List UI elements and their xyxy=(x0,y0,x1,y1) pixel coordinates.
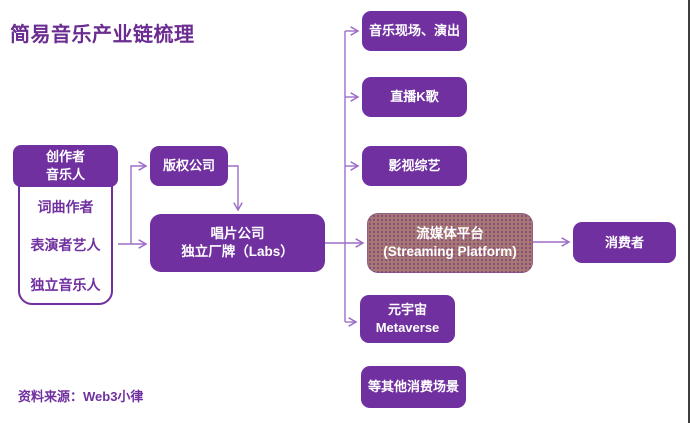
page-title: 简易音乐产业链梳理 xyxy=(10,24,195,46)
node-record-company: 唱片公司 独立厂牌（Labs） xyxy=(150,214,325,272)
streaming-platform-line1: 流媒体平台 xyxy=(416,225,484,241)
metaverse-line1: 元宇宙 xyxy=(387,302,427,318)
live-karaoke-label: 直播K歌 xyxy=(390,89,439,105)
node-streaming-platform: 流媒体平台 (Streaming Platform) xyxy=(367,213,533,273)
creator-item-independent-musicians: 独立音乐人 xyxy=(30,277,101,293)
connector-creators-to-copyright xyxy=(130,161,148,244)
streaming-platform-line2: (Streaming Platform) xyxy=(383,244,517,259)
creators-header-line1: 创作者 xyxy=(45,149,85,165)
metaverse-line2: Metaverse xyxy=(375,320,440,335)
node-other-consumption-scenarios: 等其他消费场景 xyxy=(361,366,466,408)
live-performance-label: 音乐现场、演出 xyxy=(368,23,460,39)
node-film-tv-variety: 影视综艺 xyxy=(362,146,467,186)
creator-item-performers: 表演者艺人 xyxy=(30,237,101,253)
source-note: 资料来源：Web3小律 xyxy=(18,389,144,404)
creator-item-songwriters: 词曲作者 xyxy=(37,199,94,215)
film-tv-variety-label: 影视综艺 xyxy=(388,158,441,174)
right-edge-divider xyxy=(688,0,690,423)
other-consumption-label: 等其他消费场景 xyxy=(367,379,459,395)
node-consumer: 消费者 xyxy=(573,222,676,263)
node-live-karaoke: 直播K歌 xyxy=(362,77,467,117)
consumer-label: 消费者 xyxy=(604,234,644,250)
node-metaverse: 元宇宙 Metaverse xyxy=(360,295,455,343)
node-live-performance: 音乐现场、演出 xyxy=(362,11,467,51)
connector-copyright-to-record xyxy=(228,165,243,212)
record-company-line1: 唱片公司 xyxy=(210,225,265,241)
copyright-company-label: 版权公司 xyxy=(162,158,215,174)
record-company-line2: 独立厂牌（Labs） xyxy=(181,244,294,259)
creators-header-line2: 音乐人 xyxy=(45,167,85,182)
node-copyright-company: 版权公司 xyxy=(150,146,228,186)
creators-header-box: 创作者 音乐人 xyxy=(13,145,118,187)
